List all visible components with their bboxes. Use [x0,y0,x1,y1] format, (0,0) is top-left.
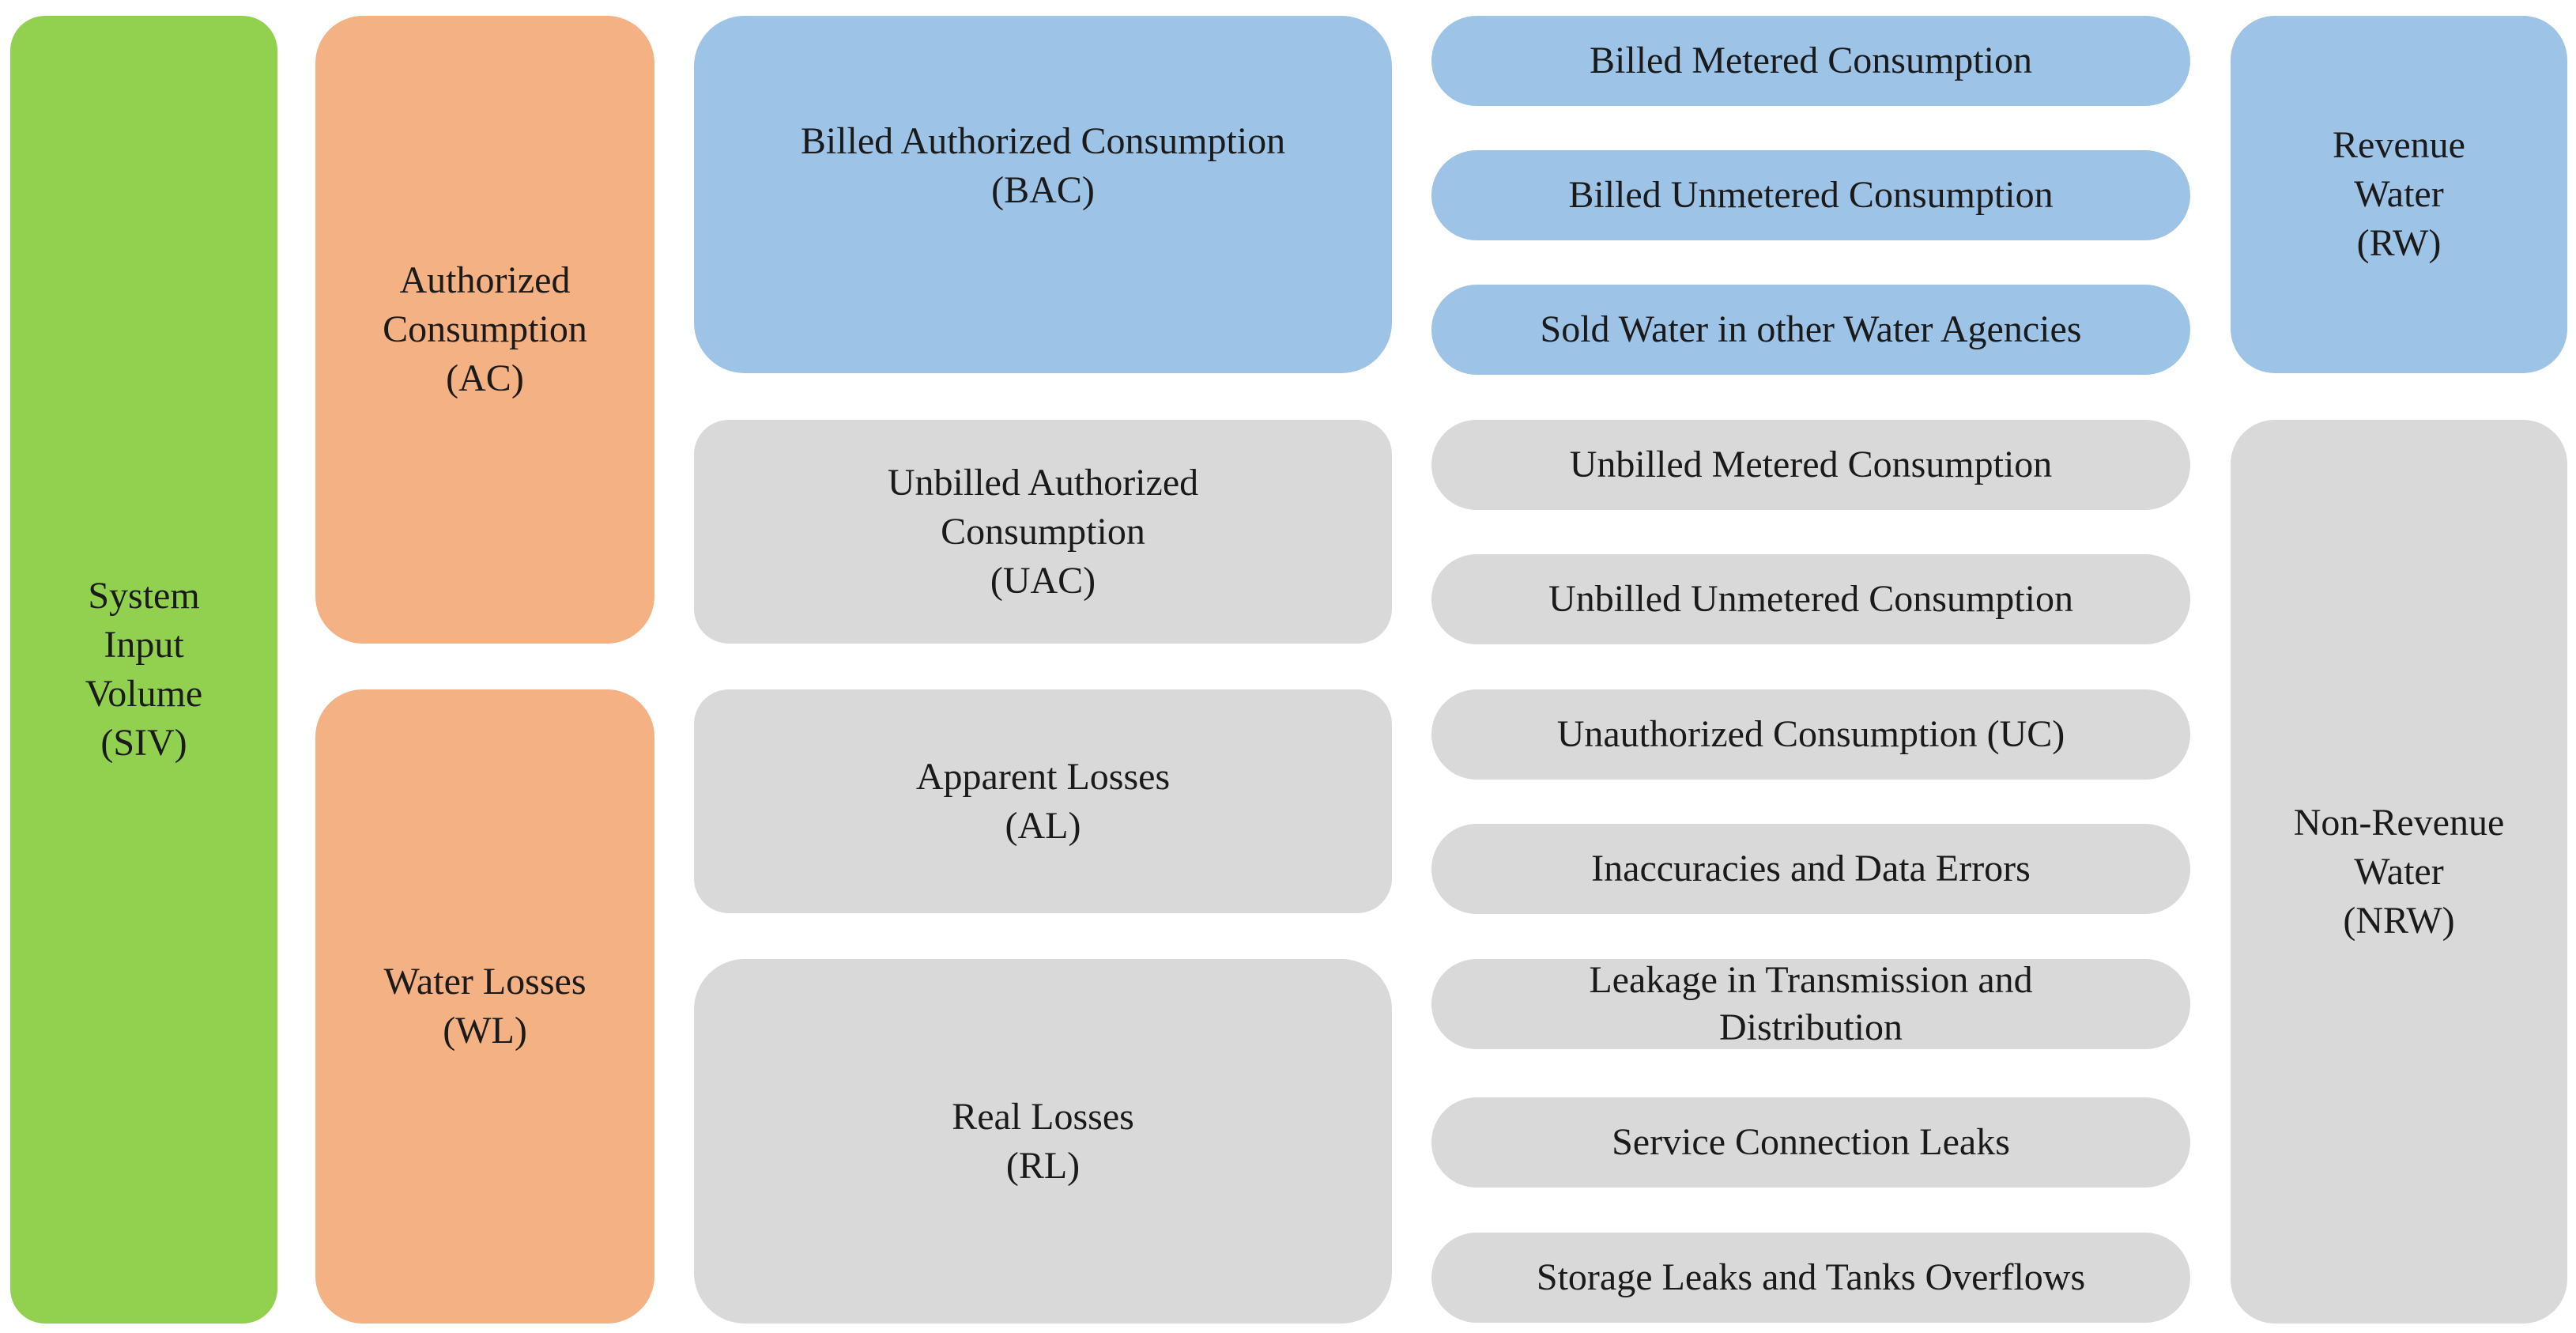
siv-line: Volume [85,673,203,715]
siv-abbrev: (SIV) [100,722,187,764]
siv-line: Input [104,624,184,666]
water-losses-box: Water Losses (WL) [315,689,654,1324]
authorized-consumption-box: Authorized Consumption (AC) [315,16,654,644]
system-input-volume-box: System Input Volume (SIV) [10,16,277,1324]
bac-line: Billed Authorized Consumption [800,120,1286,162]
service-connection-leaks-box: Service Connection Leaks [1431,1097,2190,1188]
al-abbrev: (AL) [1005,804,1081,847]
component-label: Storage Leaks and Tanks Overflows [1536,1256,2086,1298]
al-line: Apparent Losses [915,755,1171,798]
unbilled-unmetered-consumption-box: Unbilled Unmetered Consumption [1431,554,2190,644]
nrw-line: Water [2354,850,2444,893]
component-label: Unauthorized Consumption (UC) [1556,713,2065,755]
rw-line: Water [2354,173,2444,215]
component-label: Service Connection Leaks [1612,1121,2010,1163]
uac-abbrev: (UAC) [990,559,1096,602]
sold-water-box: Sold Water in other Water Agencies [1431,285,2190,375]
inaccuracies-data-errors-box: Inaccuracies and Data Errors [1431,824,2190,914]
component-label: Billed Unmetered Consumption [1568,174,2054,216]
component-label: Billed Metered Consumption [1590,40,2032,81]
billed-unmetered-consumption-box: Billed Unmetered Consumption [1431,150,2190,240]
real-losses-box: Real Losses (RL) [694,959,1392,1324]
ac-abbrev: (AC) [446,357,524,399]
bac-abbrev: (BAC) [991,169,1095,211]
ac-line: Authorized [399,259,571,301]
revenue-water-box: Revenue Water (RW) [2231,16,2567,373]
billed-authorized-consumption-box: Billed Authorized Consumption (BAC) [694,16,1392,373]
wl-abbrev: (WL) [443,1010,527,1052]
unbilled-metered-consumption-box: Unbilled Metered Consumption [1431,420,2190,510]
uac-line: Consumption [941,510,1145,553]
component-label: Leakage in Transmission and [1589,959,2033,1001]
rw-abbrev: (RW) [2356,222,2442,264]
billed-metered-consumption-box: Billed Metered Consumption [1431,16,2190,106]
storage-leaks-tank-overflows-box: Storage Leaks and Tanks Overflows [1431,1233,2190,1323]
component-label: Sold Water in other Water Agencies [1540,308,2082,350]
wl-line: Water Losses [383,961,586,1003]
siv-line: System [88,575,200,617]
uac-line: Unbilled Authorized [887,461,1199,504]
rl-line: Real Losses [952,1095,1134,1138]
non-revenue-water-box: Non-Revenue Water (NRW) [2231,420,2567,1324]
apparent-losses-box: Apparent Losses (AL) [694,689,1392,913]
rl-abbrev: (RL) [1005,1144,1081,1187]
component-label: Inaccuracies and Data Errors [1591,848,2031,889]
nrw-line: Non-Revenue [2293,801,2505,844]
unbilled-authorized-consumption-box: Unbilled Authorized Consumption (UAC) [694,420,1392,644]
rw-line: Revenue [2333,124,2465,166]
ac-line: Consumption [383,308,587,350]
leakage-transmission-distribution-box: Leakage in Transmission and Distribution [1431,959,2190,1049]
component-label: Unbilled Metered Consumption [1569,444,2053,485]
component-label: Unbilled Unmetered Consumption [1548,578,2073,620]
unauthorized-consumption-box: Unauthorized Consumption (UC) [1431,689,2190,780]
component-label: Distribution [1718,1006,1903,1048]
nrw-abbrev: (NRW) [2343,899,2455,942]
